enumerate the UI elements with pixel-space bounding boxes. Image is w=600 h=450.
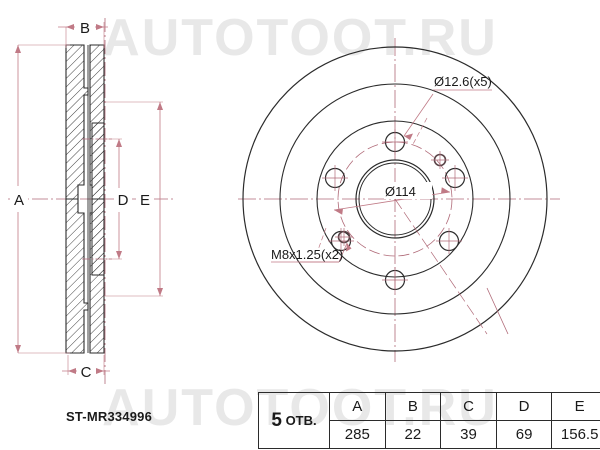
lug-hole [322,165,348,191]
threaded-hole [335,228,353,246]
hole-diameter-leader [403,89,492,147]
dimension-e-label: E [140,192,150,209]
bolt-circle-dimension [333,182,451,215]
radial-construction-line-2 [486,287,509,335]
value-b: 22 [384,420,442,449]
lug-hole [382,267,408,293]
dimension-e: E [104,101,163,297]
spec-table-value-row: 285 22 39 69 156.5 [259,420,600,449]
bolt-circle-note: Ø114 [385,184,416,199]
dimension-c-label: C [81,364,92,381]
part-number-label: ST-MR334996 [66,409,153,424]
value-c: 39 [440,420,497,449]
hole-diameter-note: Ø12.6(x5) [434,74,492,89]
lug-hole [436,228,462,254]
spec-table-header-row: 5 ОТВ. A B C D E [258,392,600,449]
dimension-b-label: B [80,20,90,37]
value-e: 156.5 [551,420,600,449]
column-header-d: D [495,392,553,421]
dimension-a-label: A [14,192,24,209]
hole-count-cell: 5 ОТВ. [258,392,330,449]
dimension-d: D [104,138,132,260]
center-bore-outer-circle [355,159,435,239]
dimension-c: C [62,355,110,381]
outer-disc-circle [242,46,548,352]
bolt-pitch-circle [337,141,453,257]
threaded-hole-group [335,151,449,246]
thread-note-leader [271,227,352,263]
section-hub-flange-bottom [91,198,105,276]
hole-count-value: 5 [271,409,282,431]
value-d: 69 [495,420,553,449]
face-view: Ø12.6(x5) Ø114 M8x1.25(x2) [238,38,560,362]
section-hub-flange-top [91,122,105,200]
section-profile-top-outer [65,44,89,200]
radial-construction-line-1 [394,198,488,335]
dimension-a: A [10,44,70,354]
specification-table: 5 ОТВ. A B C D E 285 22 39 69 156.5 [258,392,600,449]
dimension-d-label: D [118,192,129,209]
friction-ring-circle [279,83,511,315]
hole-count-word: ОТВ. [285,412,317,428]
dimension-b: B [58,17,108,48]
lug-hole [442,165,468,191]
column-header-b: B [384,392,442,421]
section-view: A B C [8,17,175,385]
thread-note: M8x1.25(x2) [271,247,343,262]
value-a: 285 [329,420,386,449]
column-header-c: C [440,392,497,421]
threaded-hole [431,151,449,169]
column-header-a: A [329,392,386,421]
section-profile-bottom-outer [65,198,89,354]
lug-hole [382,129,408,155]
column-header-e: E [551,392,600,421]
